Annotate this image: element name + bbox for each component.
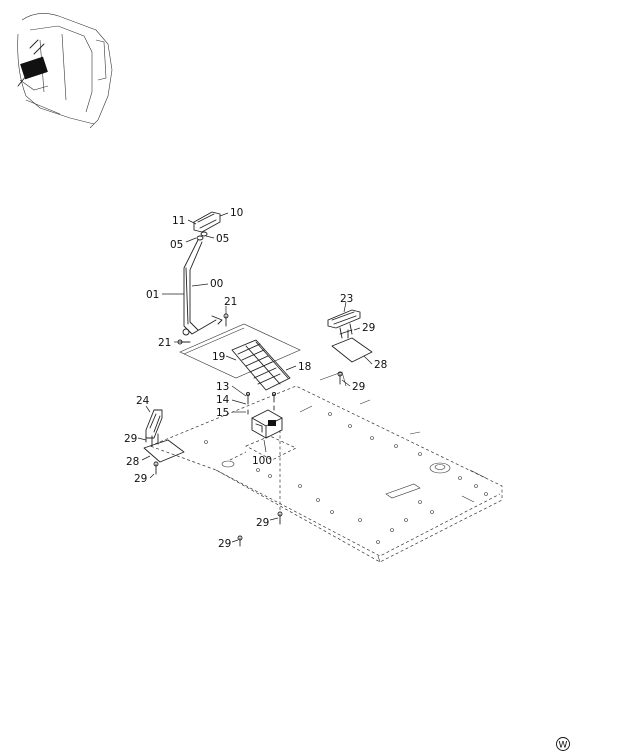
callout-29-left-lower: 29 [134, 473, 147, 485]
floor-mat [179, 323, 301, 379]
floor-plate [149, 371, 503, 563]
callout-28-left: 28 [126, 456, 139, 468]
callout-23: 23 [340, 293, 353, 305]
callout-15: 15 [216, 407, 229, 419]
callout-05-left: 05 [170, 239, 183, 251]
callout-05-right: 05 [216, 233, 229, 245]
callout-10: 10 [230, 207, 243, 219]
bolt-21a [223, 313, 229, 327]
callout-leaders [137, 212, 373, 543]
callout-11: 11 [172, 215, 185, 227]
callout-18: 18 [298, 361, 311, 373]
pedal-plate-18 [231, 339, 291, 391]
location-thumbnail [17, 13, 113, 129]
pedal-right-23 [327, 309, 373, 385]
callout-28-right: 28 [374, 359, 387, 371]
pilot-valve-100 [245, 391, 283, 525]
callout-21-left: 21 [158, 337, 171, 349]
callout-29-center: 29 [256, 517, 269, 529]
callout-labels: 11 10 05 05 00 01 21 21 19 18 23 29 28 2… [124, 207, 387, 550]
callout-14: 14 [216, 394, 230, 406]
callout-24: 24 [136, 395, 150, 407]
pedal-left-24 [143, 409, 185, 475]
callout-13: 13 [216, 381, 229, 393]
callout-29-left-upper: 29 [124, 433, 137, 445]
callout-01: 01 [146, 289, 159, 301]
callout-29-right-upper: 29 [362, 322, 375, 334]
corner-circle-mark: W [556, 737, 570, 751]
callout-29-right-lower: 29 [352, 381, 365, 393]
callout-29-bottom: 29 [218, 538, 231, 550]
callout-19: 19 [212, 351, 225, 363]
callout-00: 00 [210, 278, 223, 290]
bolt-29-bottom [237, 535, 243, 547]
travel-lever-assembly [182, 211, 223, 336]
corner-mark-letter: W [559, 741, 568, 751]
callout-21-top: 21 [224, 296, 237, 308]
callout-100: 100 [252, 455, 272, 467]
